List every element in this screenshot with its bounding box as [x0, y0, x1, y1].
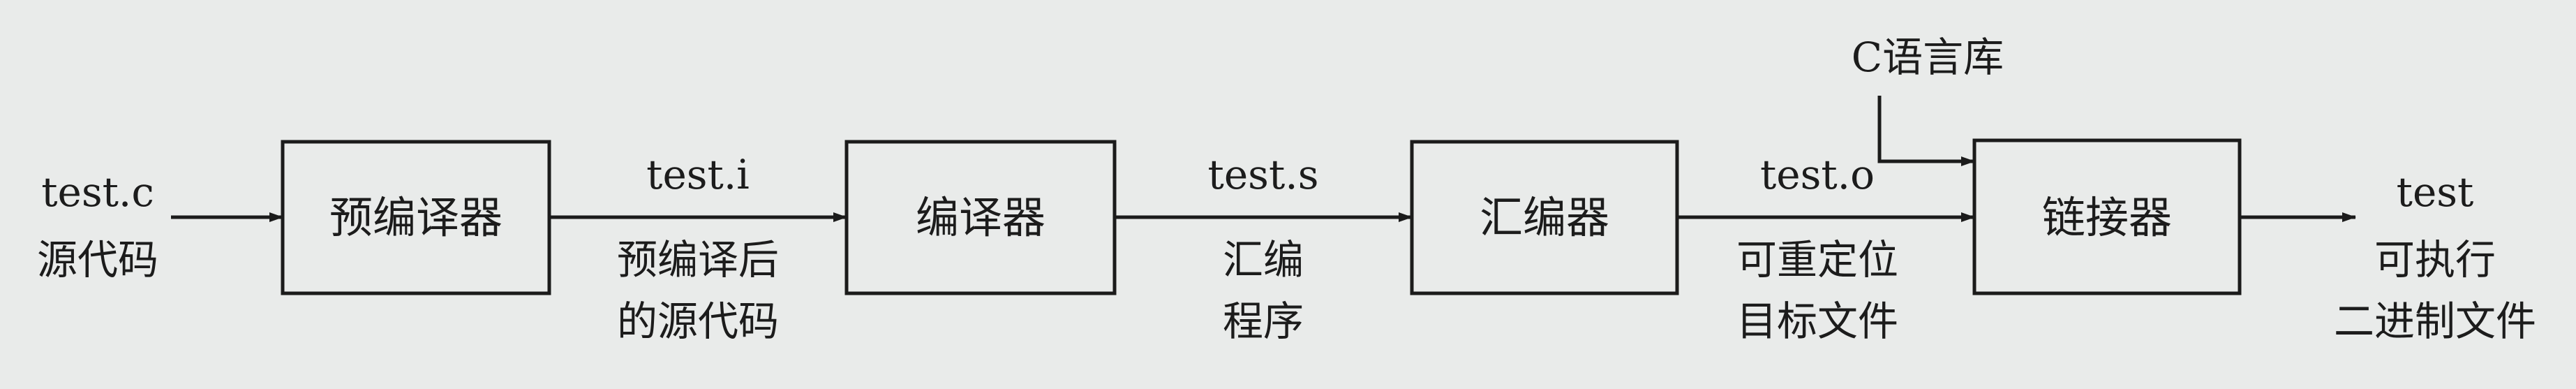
- edge-3-desc-line-2: 目标文件: [1736, 298, 1898, 345]
- input-file-label: test.c: [41, 168, 154, 216]
- edge-1-file-label: test.i: [646, 151, 750, 198]
- edge-1-desc-line-2: 的源代码: [617, 298, 779, 345]
- edge-2-file-label: test.s: [1208, 151, 1319, 198]
- output-desc-line-2: 二进制文件: [2334, 298, 2536, 345]
- preprocessor-label: 预编译器: [329, 192, 502, 243]
- edge-1-desc-line-1: 预编译后: [617, 236, 779, 284]
- edge-2-desc-line-2: 程序: [1223, 298, 1304, 345]
- output-file-label: test: [2397, 168, 2474, 216]
- input-desc-label: 源代码: [37, 236, 158, 284]
- edge-3-desc-line-1: 可重定位: [1736, 236, 1898, 284]
- assembler-label: 汇编器: [1480, 192, 1609, 243]
- linker-label: 链接器: [2042, 192, 2172, 243]
- edge-3-file-label: test.o: [1760, 151, 1875, 198]
- c-library-label: C语言库: [1852, 34, 2004, 81]
- arrow-library-to-linker: [1877, 96, 1975, 166]
- compiler-label: 编译器: [916, 192, 1045, 243]
- edge-2-desc-line-1: 汇编: [1223, 236, 1304, 284]
- output-desc-line-1: 可执行: [2374, 236, 2496, 284]
